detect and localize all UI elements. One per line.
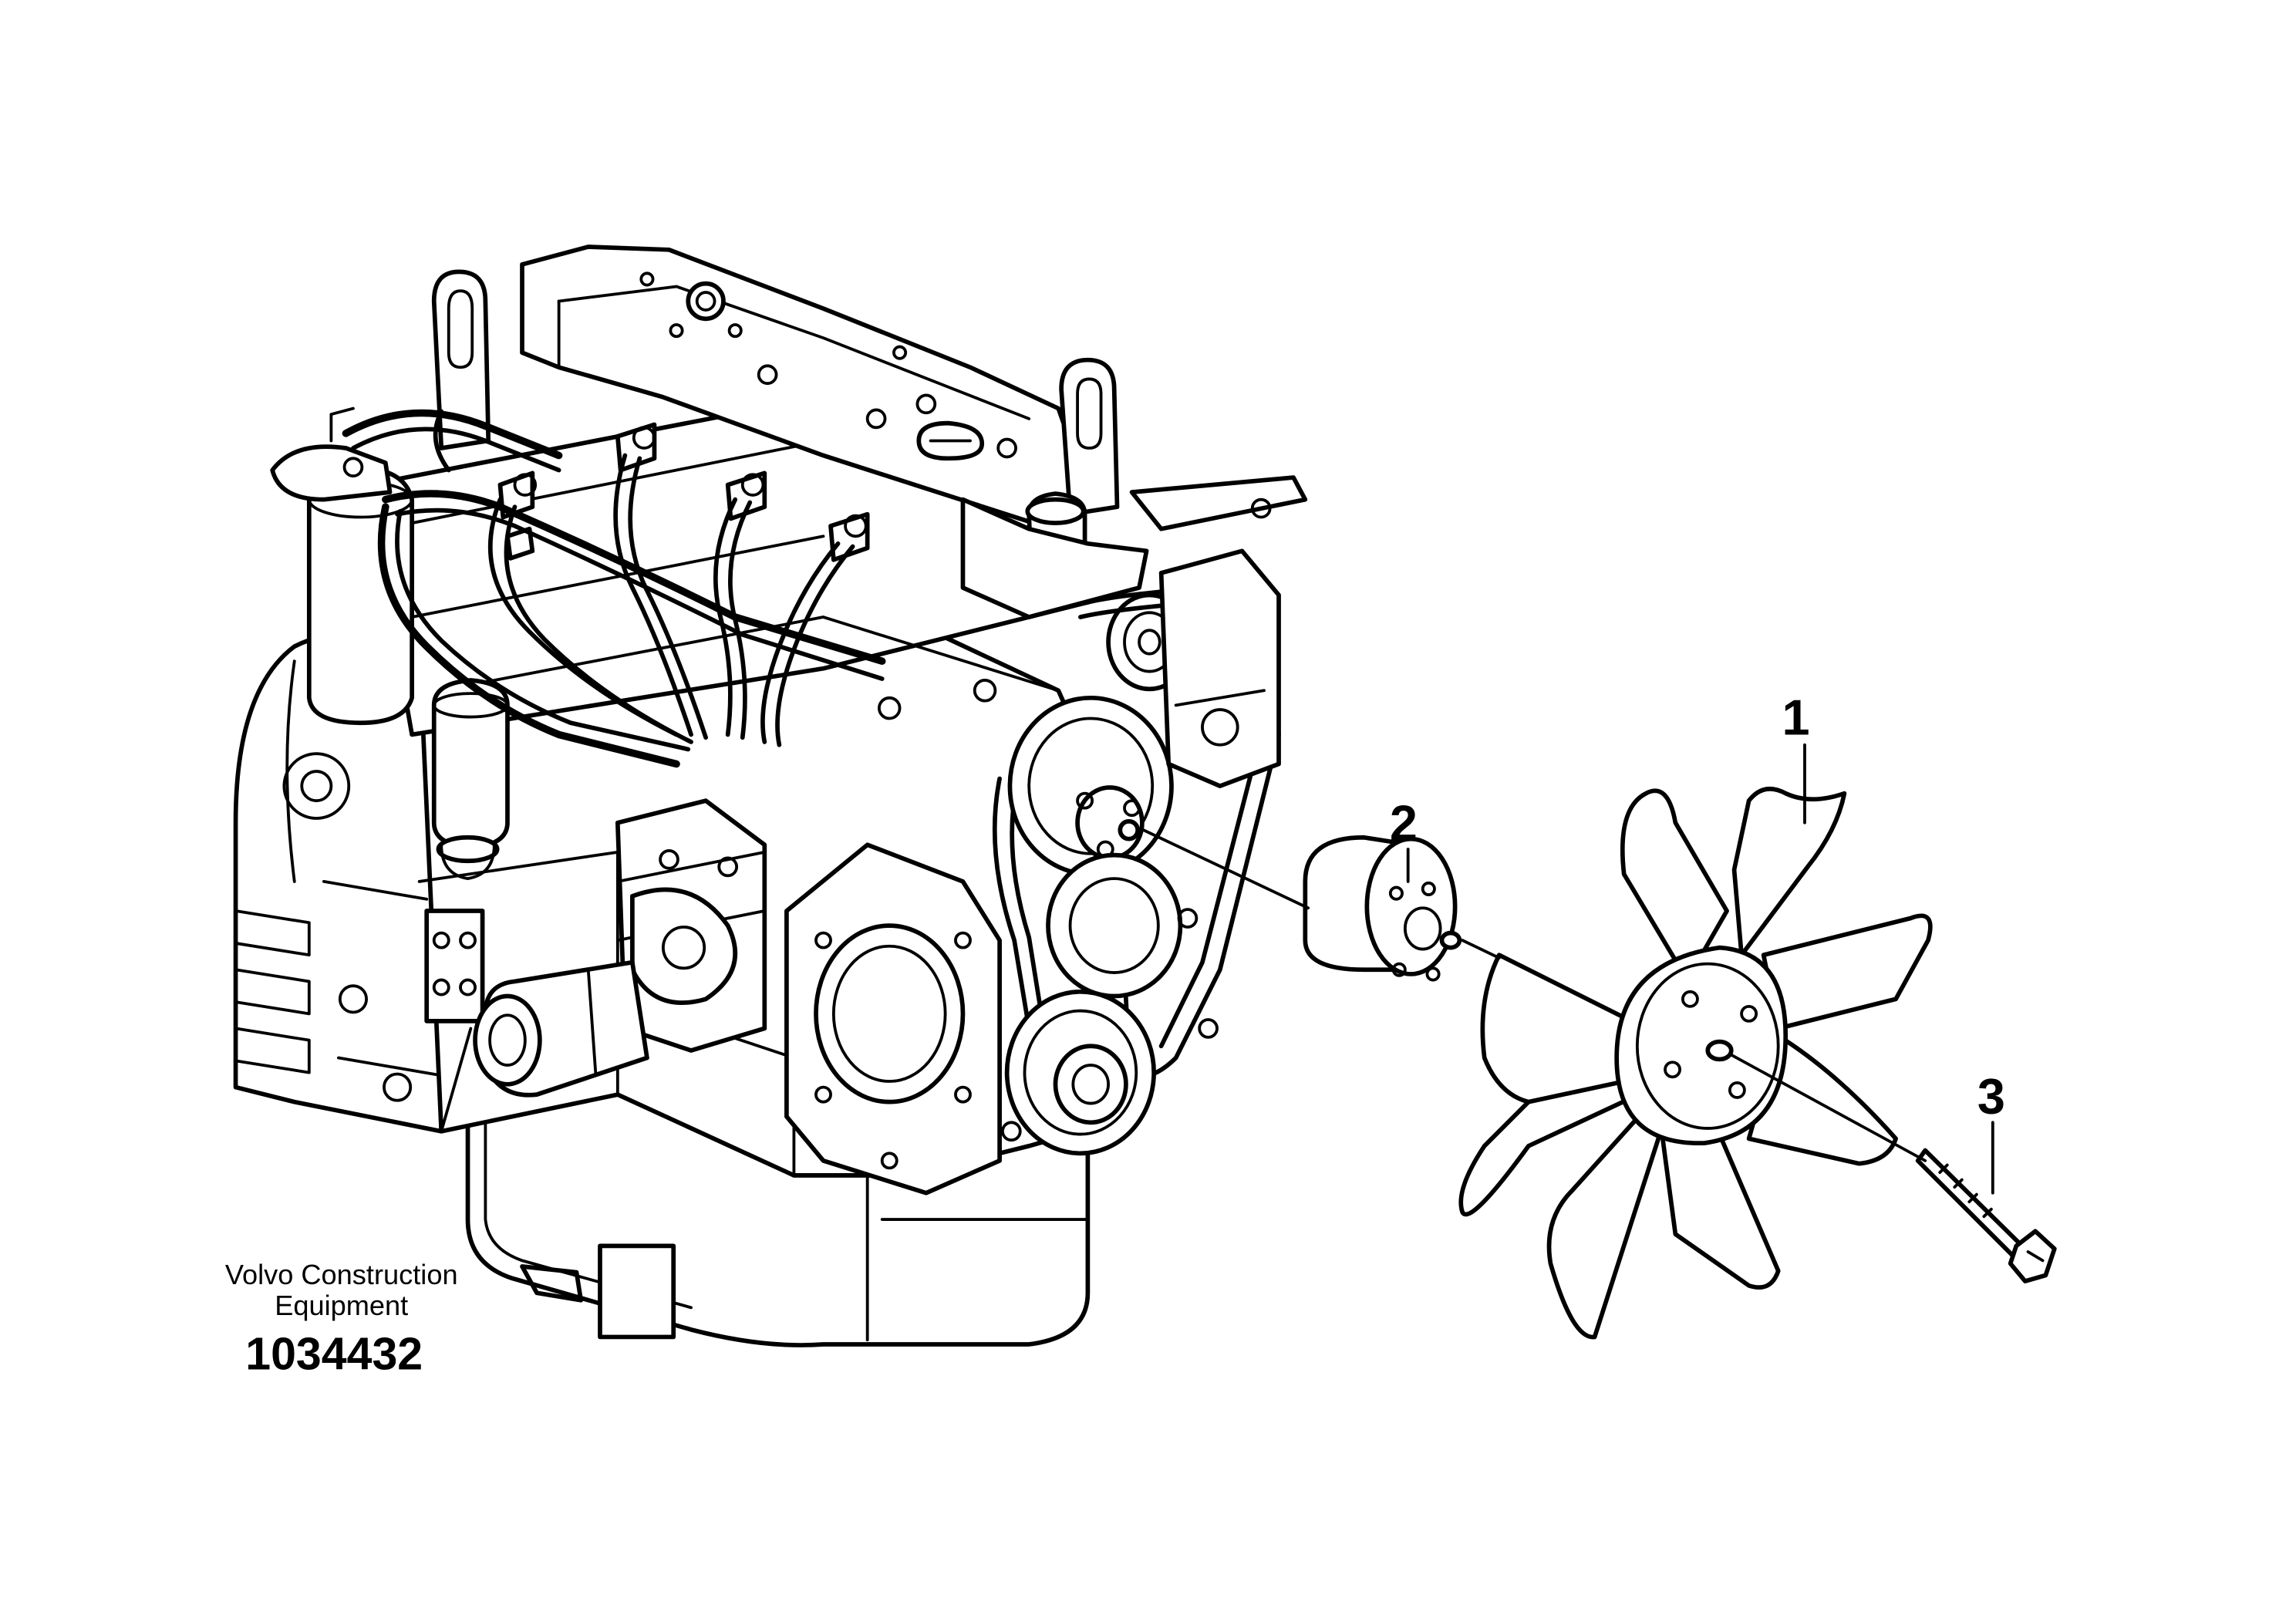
engine-assembly-drawing [233, 244, 1308, 1347]
valve-cover [520, 244, 1091, 524]
thermostat-housing [960, 475, 1308, 619]
manufacturer-line1: Volvo Construction [225, 1259, 458, 1290]
fuel-filter [270, 406, 415, 726]
callout-3: 3 [1977, 1068, 2005, 1195]
front-bolts [878, 679, 1219, 1142]
lifting-eye-rear [431, 269, 491, 450]
callout-1-label: 1 [1782, 689, 1810, 745]
callout-3-label: 3 [1977, 1068, 2005, 1125]
water-pump-pulley [1007, 695, 1174, 877]
callout-1: 1 [1782, 689, 1810, 824]
timing-cover [784, 842, 1002, 1195]
assembly-axis-lines [1141, 828, 1927, 1162]
starter-motor [473, 959, 649, 1098]
document-number: 1034432 [245, 1328, 423, 1379]
hoses [342, 409, 886, 768]
crankshaft-pulley [1004, 989, 1156, 1156]
callout-2: 2 [1390, 795, 1418, 883]
lifting-eye-front [1059, 357, 1120, 517]
oil-filter [431, 678, 510, 881]
alternator [1158, 548, 1281, 788]
manufacturer-block: Volvo Construction Equipment 1034432 [225, 1259, 458, 1379]
spacer-part [1303, 835, 1462, 982]
water-pump-housing [1046, 852, 1183, 999]
injection-pump [615, 798, 767, 1053]
oil-sump [465, 1026, 1091, 1347]
fan-bolt-part [1915, 1148, 2057, 1283]
cooling-fan-part [1458, 786, 1933, 1340]
manufacturer-line2: Equipment [275, 1290, 408, 1321]
callout-2-label: 2 [1390, 795, 1418, 851]
